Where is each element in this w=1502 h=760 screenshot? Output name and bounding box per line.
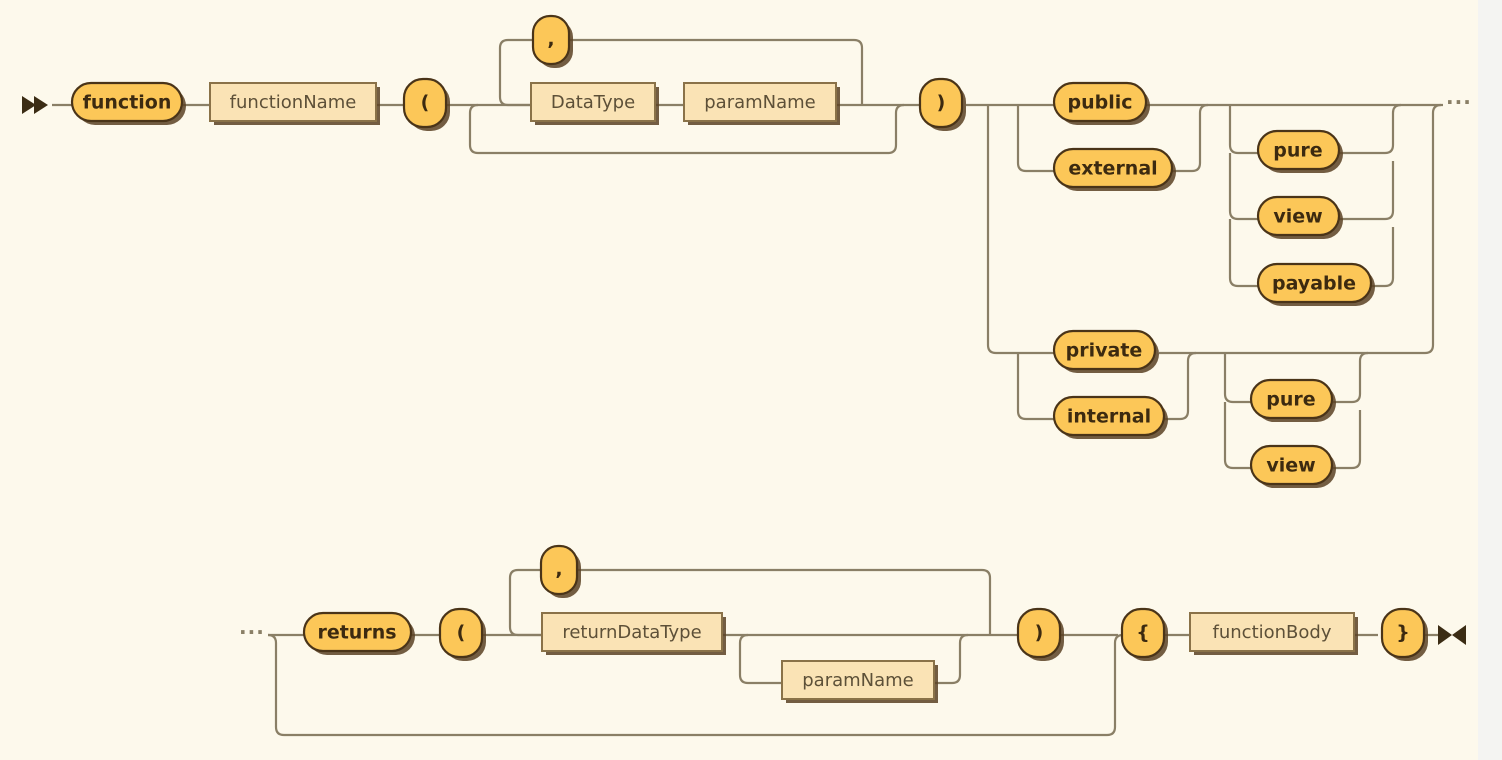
terminal-rparen-params[interactable]: ): [918, 77, 966, 131]
nonterminal-returnDataType-label: returnDataType: [562, 622, 701, 643]
end-marker-icon: [1438, 625, 1466, 645]
nonterminal-DataType-label: DataType: [551, 92, 635, 113]
terminal-public-label: public: [1067, 92, 1132, 114]
terminal-lparen-returns[interactable]: (: [438, 607, 486, 661]
nonterminal-functionBody[interactable]: functionBody: [1189, 612, 1358, 655]
terminal-private-label: private: [1066, 340, 1143, 362]
nonterminal-paramName-returns-label: paramName: [802, 670, 914, 691]
terminal-public[interactable]: public: [1052, 81, 1150, 125]
terminal-pure-upper[interactable]: pure: [1256, 129, 1343, 173]
terminal-function-label: function: [83, 92, 172, 114]
terminal-lbrace[interactable]: {: [1120, 607, 1168, 661]
terminal-view-lower-label: view: [1266, 455, 1315, 477]
terminal-comma-returns-label: ,: [555, 559, 562, 581]
nonterminal-returnDataType[interactable]: returnDataType: [541, 612, 726, 655]
terminal-lparen-returns-label: (: [457, 622, 466, 644]
terminal-comma-returns[interactable]: ,: [539, 544, 581, 598]
terminal-rbrace[interactable]: }: [1380, 607, 1428, 661]
nonterminal-functionName[interactable]: functionName: [209, 82, 380, 125]
terminal-rbrace-label: }: [1396, 622, 1410, 644]
page-right-gutter: [1478, 0, 1502, 760]
terminal-comma-params[interactable]: ,: [531, 14, 573, 68]
terminal-rparen-returns[interactable]: ): [1016, 607, 1064, 661]
terminal-comma-params-label: ,: [547, 29, 554, 51]
terminal-rparen-returns-label: ): [1035, 622, 1044, 644]
terminal-internal[interactable]: internal: [1052, 395, 1168, 439]
terminal-lparen-params-label: (: [421, 92, 430, 114]
terminal-internal-label: internal: [1067, 406, 1151, 428]
terminal-lparen-params[interactable]: (: [402, 77, 450, 131]
nonterminal-paramName-params-label: paramName: [704, 92, 816, 113]
nonterminal-DataType[interactable]: DataType: [530, 82, 659, 125]
terminal-external[interactable]: external: [1052, 147, 1176, 191]
terminal-pure-lower-label: pure: [1266, 389, 1315, 411]
terminal-payable[interactable]: payable: [1256, 262, 1375, 306]
nonterminal-functionName-label: functionName: [230, 92, 357, 113]
terminal-returns-label: returns: [317, 622, 396, 644]
terminal-private[interactable]: private: [1052, 329, 1159, 373]
start-marker-icon: [22, 96, 48, 114]
nonterminal-paramName-returns[interactable]: paramName: [781, 660, 938, 703]
terminal-external-label: external: [1068, 158, 1157, 180]
terminal-pure-upper-label: pure: [1273, 140, 1322, 162]
row1-rails: [52, 38, 1443, 470]
terminal-view-upper-label: view: [1273, 206, 1322, 228]
continuation-dots-left: ...: [239, 615, 265, 639]
row2-rails: [267, 568, 1438, 737]
terminal-lbrace-label: {: [1136, 622, 1150, 644]
terminal-rparen-params-label: ): [937, 92, 946, 114]
terminal-payable-label: payable: [1272, 273, 1356, 295]
terminal-returns[interactable]: returns: [302, 611, 415, 655]
nonterminal-paramName-params[interactable]: paramName: [683, 82, 840, 125]
continuation-dots-right: ...: [1446, 85, 1472, 109]
terminal-view-upper[interactable]: view: [1256, 195, 1343, 239]
nonterminal-functionBody-label: functionBody: [1213, 622, 1332, 643]
terminal-pure-lower[interactable]: pure: [1249, 378, 1336, 422]
terminal-function[interactable]: function: [70, 81, 186, 125]
terminal-view-lower[interactable]: view: [1249, 444, 1336, 488]
